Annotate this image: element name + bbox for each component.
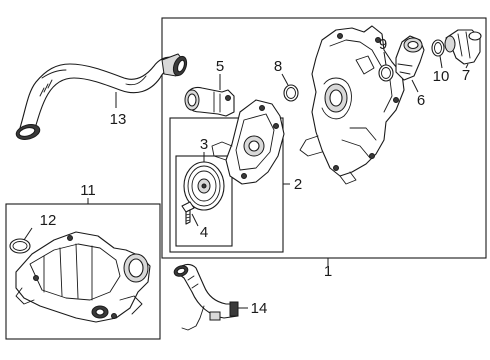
hose-13-part	[15, 53, 188, 140]
housing-1-part	[299, 25, 405, 185]
o-ring-9-part	[378, 51, 394, 82]
connector-5-part	[184, 74, 235, 117]
callout-2: 2	[294, 176, 302, 193]
callout-12: 12	[40, 212, 57, 229]
callout-3: 3	[200, 136, 208, 153]
callouts: 1 2 3 4 5 6 7 8 9 10 11 12 13 14	[40, 36, 471, 317]
pump-assembly-11-part	[15, 231, 151, 323]
group-box-2	[169, 117, 290, 253]
callout-7: 7	[462, 67, 470, 84]
callout-9: 9	[379, 36, 387, 53]
callout-5: 5	[216, 58, 224, 75]
elbow-7-part	[444, 29, 482, 69]
callout-6: 6	[417, 92, 425, 109]
group-box-1	[161, 17, 487, 266]
bolt-4-part	[181, 201, 199, 227]
group-box-11	[5, 198, 161, 340]
o-ring-12-part	[9, 227, 33, 254]
callout-13: 13	[110, 111, 127, 128]
hose-14-part	[173, 263, 248, 331]
pulley-3-part	[183, 152, 225, 211]
callout-10: 10	[433, 68, 450, 85]
callout-1: 1	[324, 263, 332, 280]
outlet-6-part	[395, 35, 425, 93]
callout-4: 4	[200, 224, 208, 241]
callout-8: 8	[274, 58, 282, 75]
o-ring-10-part	[431, 39, 445, 69]
o-ring-8-part	[281, 73, 299, 102]
callout-11: 11	[80, 182, 96, 199]
water-pump-2-part	[211, 99, 285, 185]
callout-14: 14	[251, 300, 268, 317]
